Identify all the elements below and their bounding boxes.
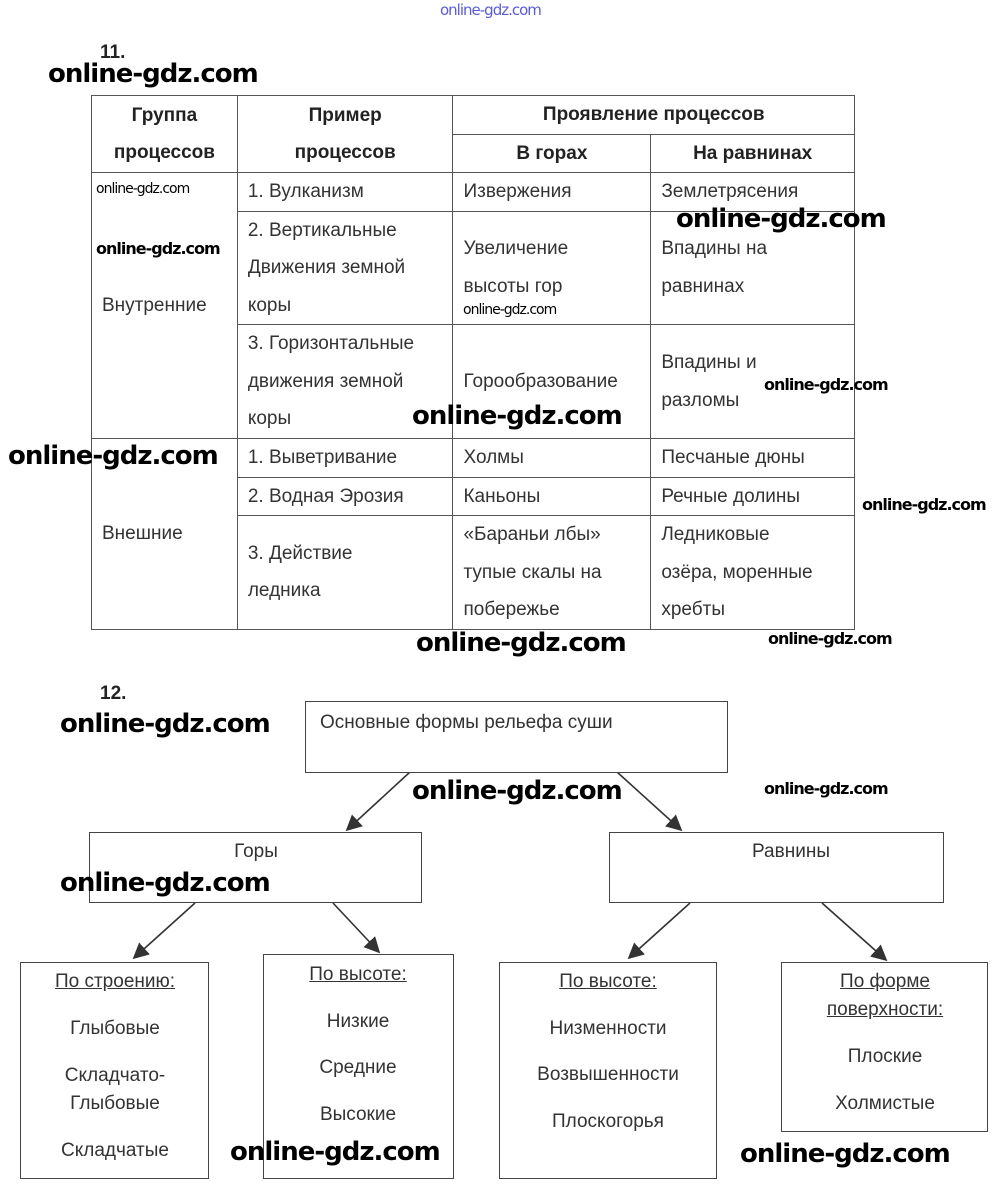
box-title: По форме: [840, 971, 930, 992]
arrow: [132, 902, 196, 960]
table-row: Внутренние 1. Вулканизм Извержения Земле…: [91, 172, 855, 439]
mountains-cell: Горообразование: [452, 324, 652, 439]
mountains-structure-box: По строению: Глыбовые Складчато- Глыбовы…: [20, 962, 209, 1179]
box-item: Глыбовые: [70, 1093, 160, 1114]
watermark: online-gdz.com: [412, 401, 623, 431]
header-mountains: В горах: [452, 133, 652, 173]
task-11-number: 11.: [100, 42, 126, 63]
group-internal: Внутренние: [91, 172, 238, 439]
example-cell: 1. Вулканизм: [236, 172, 454, 212]
table-row: 2. Водная Эрозия Каньоны Речные долины: [92, 476, 855, 516]
table-row: Внешние 1. Выветривание Холмы Песчаные д…: [91, 438, 855, 630]
task-12-number: 12.: [100, 683, 127, 704]
plains-cell: Песчаные дюны: [650, 438, 855, 478]
watermark: online-gdz.com: [412, 776, 623, 806]
watermark: online-gdz.com: [416, 628, 627, 658]
arrow: [616, 771, 683, 832]
box-item: Плоские: [847, 1046, 923, 1067]
root-label: Основные формы рельефа суши: [320, 712, 613, 733]
plains-height-box: По высоте: Низменности Возвышенности Пло…: [499, 962, 717, 1179]
watermark: online-gdz.com: [48, 59, 259, 89]
group-external: Внешние: [91, 438, 238, 630]
plains-label: Равнины: [752, 841, 830, 862]
watermark: online-gdz.com: [740, 1139, 951, 1169]
box-item: Складчатые: [61, 1140, 169, 1161]
box-item: Высокие: [319, 1104, 397, 1125]
mountains-height-box: По высоте: Низкие Средние Высокие: [263, 954, 454, 1179]
header-watermark: online-gdz.com: [440, 1, 542, 19]
mountains-label: Горы: [234, 841, 278, 862]
plains-box: Равнины: [609, 832, 944, 903]
watermark: online-gdz.com: [96, 181, 190, 197]
watermark: online-gdz.com: [60, 868, 271, 898]
arrow: [627, 902, 691, 960]
watermark: online-gdz.com: [60, 709, 271, 739]
box-title: По высоте:: [559, 971, 657, 992]
plains-cell: Речные долины: [650, 476, 855, 516]
arrow: [345, 771, 411, 832]
watermark: online-gdz.com: [764, 779, 889, 798]
watermark: online-gdz.com: [764, 375, 889, 394]
watermark: online-gdz.com: [8, 441, 219, 471]
root-box: Основные формы рельефа суши: [305, 701, 728, 773]
box-title: поверхности:: [826, 999, 944, 1020]
box-title: По строению:: [54, 971, 176, 992]
mountains-cell: Каньоны: [452, 476, 652, 516]
arrow: [821, 902, 888, 962]
watermark: online-gdz.com: [230, 1137, 441, 1167]
box-item: Средние: [319, 1057, 397, 1078]
plains-cell: Землетрясения: [650, 172, 855, 212]
example-cell: 2. Водная Эрозия: [236, 476, 454, 516]
plains-surface-box: По форме поверхности: Плоские Холмистые: [781, 962, 988, 1132]
arrow: [332, 902, 381, 954]
watermark: online-gdz.com: [96, 239, 221, 258]
watermark: online-gdz.com: [862, 495, 987, 514]
header-plains: На равнинах: [650, 133, 855, 173]
example-cell: 1. Выветривание: [236, 438, 454, 478]
watermark: online-gdz.com: [463, 302, 557, 318]
watermark: online-gdz.com: [768, 629, 893, 648]
box-item: Холмистые: [835, 1093, 935, 1114]
box-item: Низкие: [326, 1011, 390, 1032]
box-item: Низменности: [549, 1018, 667, 1039]
watermark: online-gdz.com: [676, 204, 887, 234]
box-item: Складчато-: [64, 1065, 166, 1086]
mountains-box: Горы: [89, 832, 422, 903]
box-title: По высоте:: [309, 964, 407, 985]
box-item: Глыбовые: [70, 1018, 160, 1039]
header-manifestation: Проявление процессов: [452, 95, 855, 135]
box-item: Плоскогорья: [552, 1111, 664, 1132]
box-item: Возвышенности: [537, 1064, 679, 1085]
